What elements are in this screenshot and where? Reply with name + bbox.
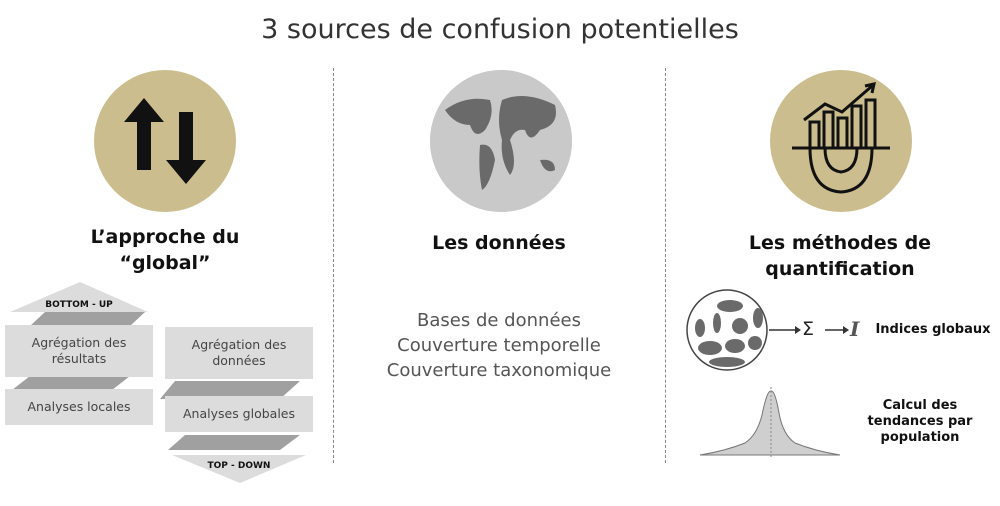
indices-label: Indices globaux xyxy=(875,322,991,337)
animals-circle-icon xyxy=(686,289,849,371)
world-map-icon xyxy=(430,70,572,212)
data-items: Bases de données Couverture temporelle C… xyxy=(334,308,664,383)
heading-methods: Les méthodes de quantification xyxy=(700,230,980,282)
up-down-arrows-icon xyxy=(94,70,236,212)
divider xyxy=(333,68,334,463)
data-item: Bases de données xyxy=(417,310,581,331)
box-text: résultats xyxy=(51,351,107,366)
heading-line: quantification xyxy=(765,258,915,280)
divider xyxy=(665,68,666,463)
data-item: Couverture taxonomique xyxy=(386,360,612,381)
heading-line: “global” xyxy=(119,252,211,274)
top-down-label: TOP - DOWN xyxy=(207,461,271,471)
data-item: Couverture temporelle xyxy=(397,335,601,356)
box-global-analyses: Analyses globales xyxy=(165,396,313,432)
trend-label: Calcul des tendances par population xyxy=(850,398,990,446)
distribution-chart-icon xyxy=(699,387,841,459)
box-text: Agrégation des xyxy=(191,337,287,352)
sigma-symbol: Σ xyxy=(802,318,815,340)
box-text: Agrégation des xyxy=(31,335,127,350)
box-local-analyses: Analyses locales xyxy=(5,389,153,425)
heading-global: L’approche du “global” xyxy=(40,224,290,276)
trend-line: tendances par xyxy=(867,414,973,429)
chart-gear-icon xyxy=(770,70,912,212)
trend-line: Calcul des xyxy=(882,398,958,413)
heading-data: Les données xyxy=(432,232,566,254)
bottom-up-label: BOTTOM - UP xyxy=(45,300,113,310)
box-text: données xyxy=(212,353,266,368)
trend-line: population xyxy=(880,430,960,445)
index-symbol: I xyxy=(850,317,860,341)
heading-line: Les méthodes de xyxy=(748,232,932,254)
bottom-up-top-down-diagram xyxy=(10,282,306,483)
heading-line: L’approche du xyxy=(90,226,240,248)
page-title: 3 sources de confusion potentielles xyxy=(261,14,739,45)
